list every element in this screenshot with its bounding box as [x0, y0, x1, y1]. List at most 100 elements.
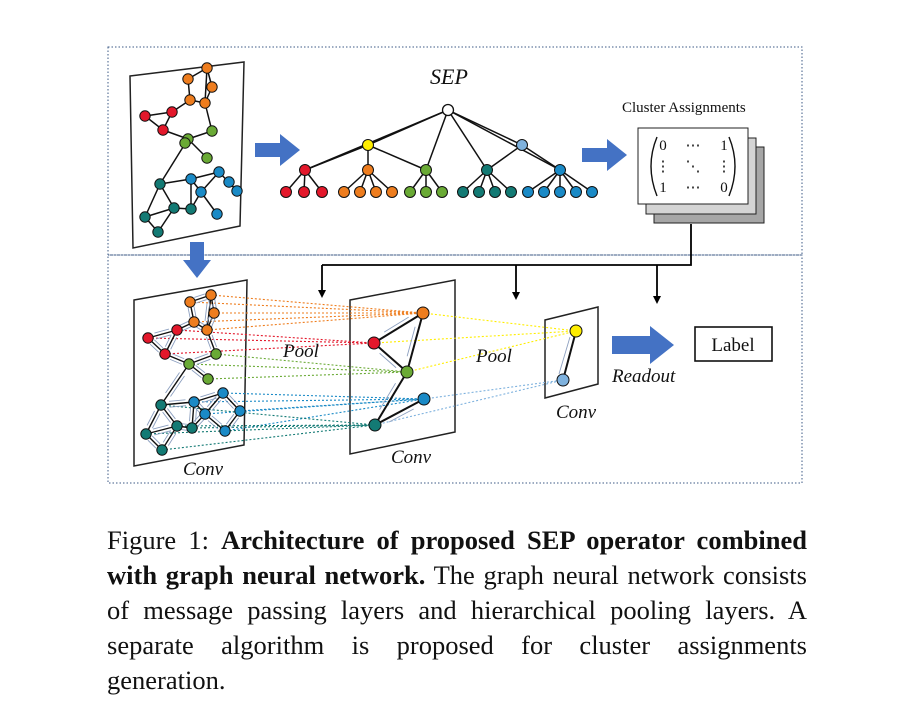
root-cluster-node-lightblue — [556, 373, 570, 387]
graph-node-blue — [219, 425, 231, 437]
graph-edge — [559, 169, 593, 193]
graph-node-orange — [416, 306, 430, 320]
matrix-cell: ⋮ — [656, 159, 671, 175]
output-label-text: Label — [711, 335, 754, 356]
pool-label-1: Pool — [282, 341, 319, 362]
message-arrow — [197, 419, 205, 427]
message-arrow — [211, 399, 222, 411]
message-arrow — [198, 321, 206, 326]
graph-edge — [373, 312, 424, 344]
message-arrow — [383, 316, 409, 333]
sep-tree-nodes — [280, 103, 598, 198]
graph-node-blue — [217, 387, 229, 399]
conv-label-1: Conv — [183, 459, 224, 480]
message-arrow — [155, 334, 171, 340]
graph-node-orange — [199, 97, 211, 109]
graph-edge — [521, 144, 561, 171]
graph-edge — [374, 398, 425, 426]
graph-node-red — [159, 348, 171, 360]
graph-edge — [304, 144, 369, 171]
graph-node-blue — [554, 186, 566, 198]
graph-node-blue — [185, 173, 197, 185]
graph-node-green — [183, 358, 195, 370]
message-arrow — [204, 303, 208, 321]
message-arrow — [180, 429, 188, 431]
graph-node-teal — [368, 418, 382, 432]
message-arrow — [192, 415, 200, 423]
message-arrow — [194, 406, 201, 414]
readout-label: Readout — [611, 366, 676, 387]
graph-node-green — [179, 137, 191, 149]
message-arrow — [211, 334, 217, 348]
pool-line-level2 — [422, 312, 577, 332]
message-arrow — [230, 417, 240, 429]
pool-line-level2 — [423, 379, 564, 400]
message-arrow — [170, 375, 185, 397]
graph-node-teal — [185, 203, 197, 215]
matrix-cell: 1 — [720, 138, 728, 154]
graph-node-teal — [154, 178, 166, 190]
message-arrow — [211, 318, 216, 328]
message-arrow — [196, 358, 211, 365]
message-arrow — [193, 306, 197, 317]
graph-node-orange — [206, 81, 218, 93]
graph-node-teal — [457, 186, 469, 198]
message-arrow — [379, 352, 397, 369]
graph-node-orange — [182, 73, 194, 85]
pool-line-red — [147, 337, 375, 344]
pool-line-level2 — [374, 379, 564, 426]
graph-node-blue — [570, 186, 582, 198]
graph-node-blue — [234, 405, 246, 417]
pool-line-level2 — [406, 330, 577, 373]
message-arrow — [162, 430, 172, 443]
pool-line-red — [164, 342, 375, 355]
graph-node-teal — [481, 164, 493, 176]
graph-node-orange — [201, 324, 213, 336]
graph-edge — [144, 183, 161, 218]
message-arrow — [167, 433, 177, 446]
matrix-cell: ⋱ — [686, 159, 701, 175]
graph-node-green — [202, 373, 214, 385]
message-arrow — [211, 415, 223, 425]
graph-node-blue — [213, 166, 225, 178]
graph-node-orange — [354, 186, 366, 198]
message-arrow — [225, 413, 235, 425]
pool-line-green — [188, 363, 408, 373]
graph-node-red — [299, 164, 311, 176]
pool-line-blue — [222, 392, 425, 400]
pool-line-orange — [210, 294, 424, 314]
arrow-to-readout — [612, 326, 674, 364]
message-arrow — [151, 435, 161, 445]
pool-label-2: Pool — [475, 346, 512, 367]
graph-node-orange — [338, 186, 350, 198]
graph-edge — [367, 109, 449, 146]
graph-node-orange — [184, 94, 196, 106]
message-arrow — [152, 413, 161, 429]
pool-line-teal — [176, 424, 376, 427]
graph-node-orange — [184, 296, 196, 308]
matrix-cell: ⋯ — [686, 138, 701, 154]
graph-node-orange — [370, 186, 382, 198]
graph-edge — [374, 371, 408, 426]
message-arrow — [198, 402, 205, 410]
pool-line-green — [207, 371, 408, 380]
matrix-card-front — [637, 127, 749, 205]
graph-node-red — [280, 186, 292, 198]
graph-node-blue — [199, 408, 211, 420]
figure-caption: Figure 1: Architecture of proposed SEP o… — [107, 523, 807, 698]
message-arrow — [196, 299, 207, 304]
graph-node-red — [298, 186, 310, 198]
matrix-cell: 0 — [659, 138, 667, 154]
message-arrow — [206, 336, 212, 350]
tree-root-node — [441, 103, 455, 117]
caption-rest: The graph neural network consists of mes… — [107, 560, 807, 695]
message-arrow — [224, 399, 234, 409]
message-arrow — [154, 430, 171, 436]
bottom-panel-frame — [107, 254, 803, 484]
graph-node-blue — [188, 396, 200, 408]
pooling-mapping-lines — [145, 294, 577, 451]
graph-edge — [527, 169, 561, 193]
graph-node-blue — [586, 186, 598, 198]
message-arrow — [169, 358, 183, 365]
graph-node-green — [436, 186, 448, 198]
